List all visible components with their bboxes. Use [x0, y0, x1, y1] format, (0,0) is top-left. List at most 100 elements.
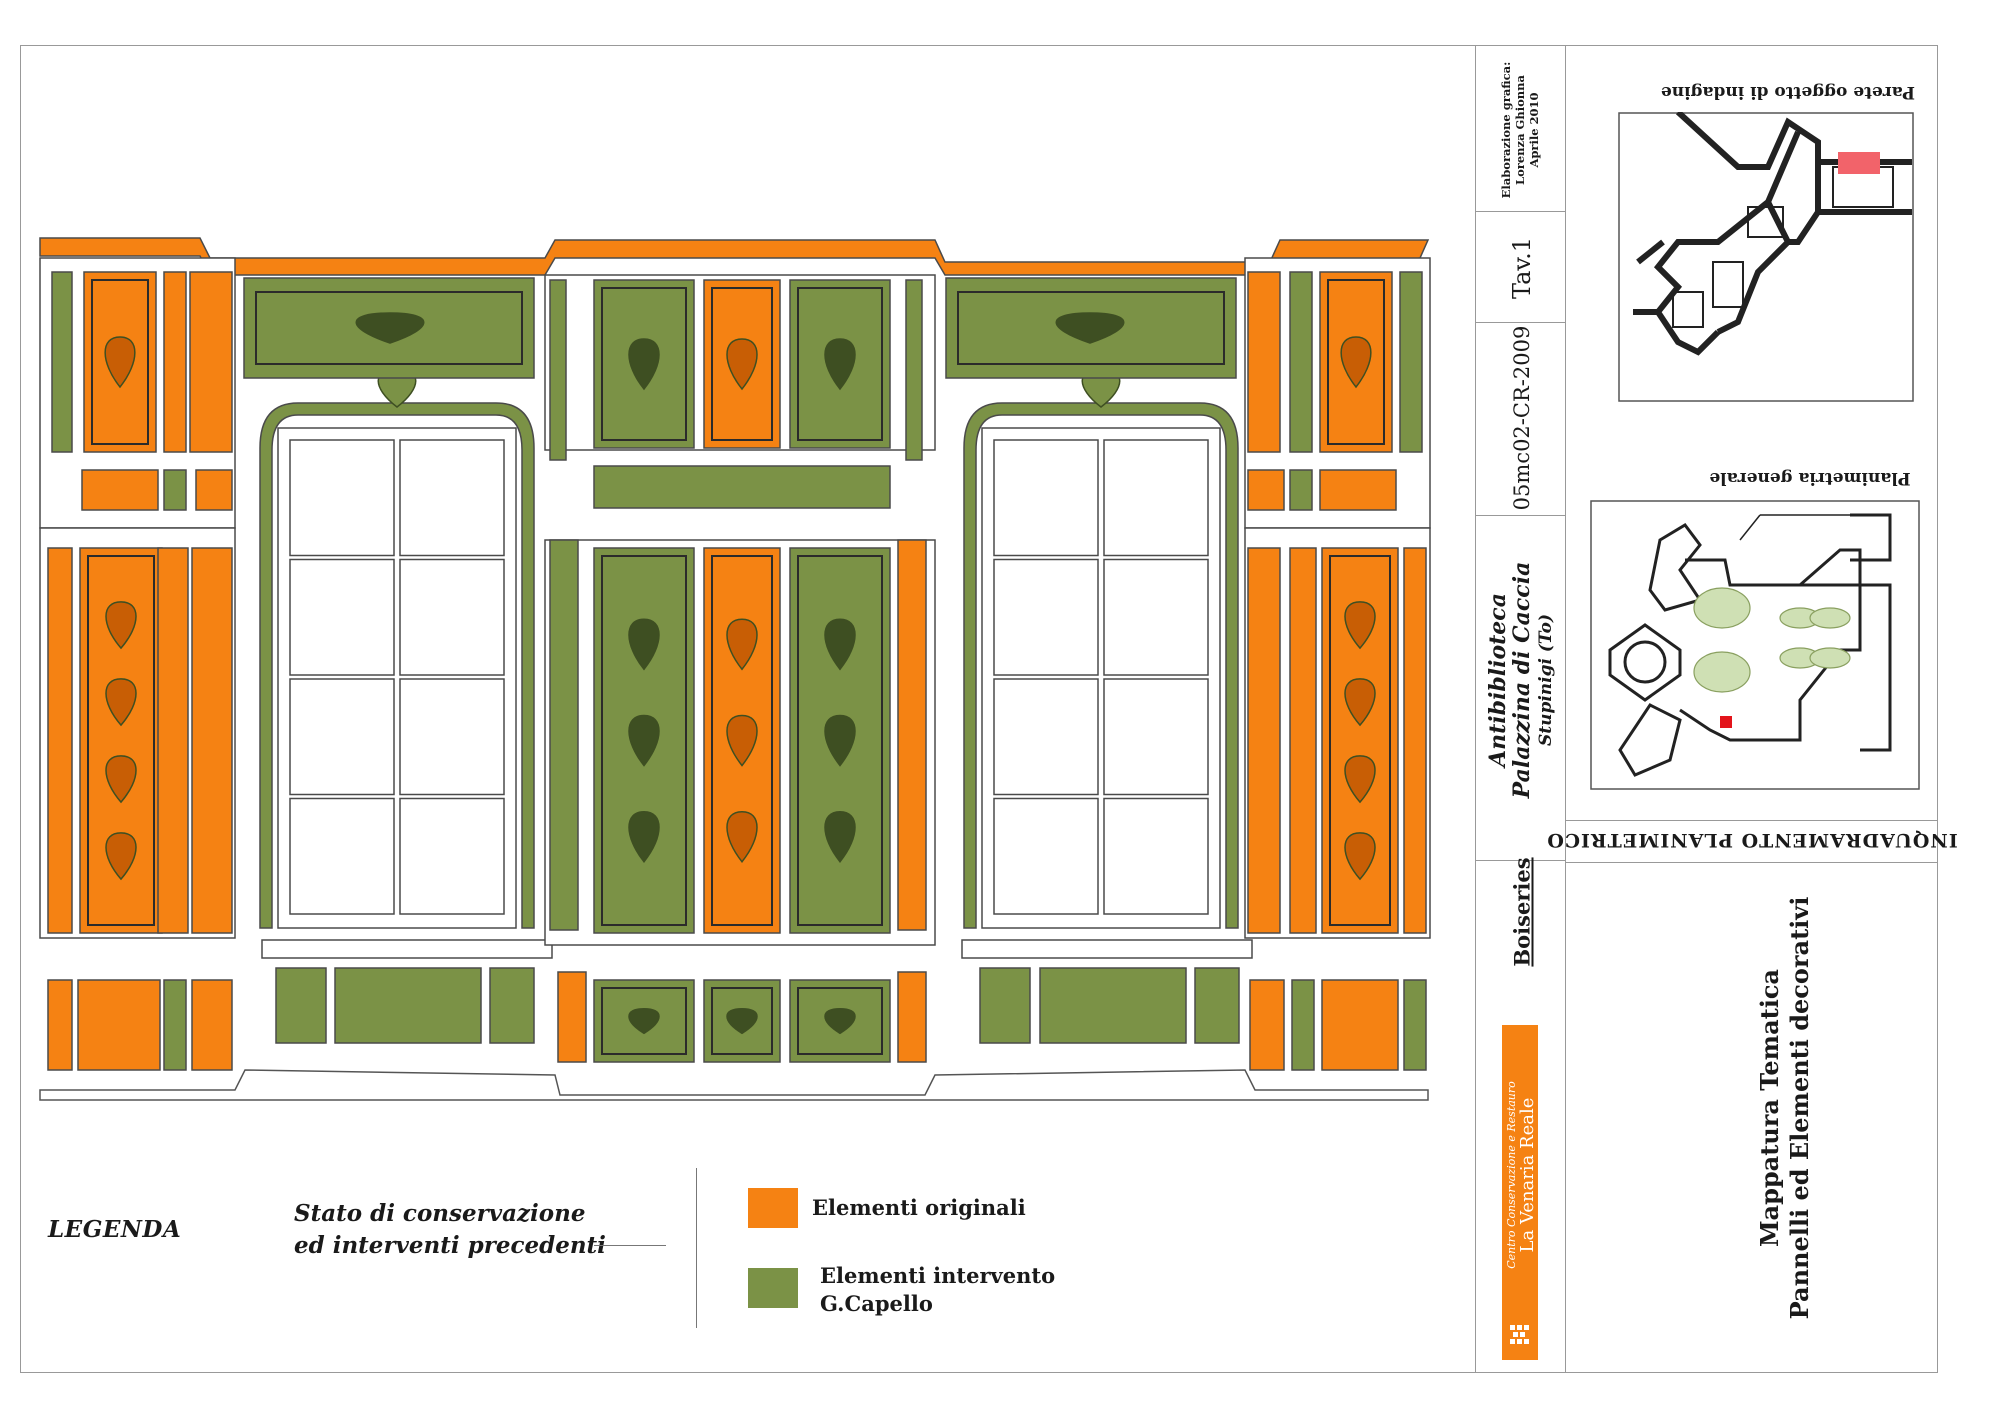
center-pil-l: [549, 279, 567, 461]
right-sep-1: [1565, 862, 1938, 863]
main-title-line2: Pannelli ed Elementi decorativi: [1785, 896, 1814, 1320]
left-over-ornament: [355, 312, 425, 344]
window-right-pane: [993, 678, 1099, 796]
left-pilaster-mid: [157, 547, 189, 934]
strip-sep-1: [1475, 211, 1565, 212]
right-side-mid: [1247, 547, 1281, 934]
window-left-pane: [399, 558, 505, 676]
center-side-l: [549, 539, 579, 931]
graphic-credit: Elaborazione grafica: Lorenza Ghionna Ap…: [1499, 62, 1541, 199]
right-base-b: [1291, 979, 1315, 1071]
room-name: Antibiblioteca: [1485, 593, 1511, 767]
drawing-code: 05mc02-CR-2009: [1510, 325, 1534, 511]
tav-number: Tav.1: [1508, 236, 1536, 300]
right-sill-a: [979, 967, 1031, 1044]
center-top-left-ornament: [628, 338, 660, 391]
right-pilaster-mid: [1289, 547, 1317, 934]
left-tall-panel-ornament: [105, 832, 137, 881]
plan-general-caption: Planimetria generale: [1709, 468, 1911, 488]
plinth: [39, 1069, 1429, 1101]
center-tall-right-ornament: [824, 810, 856, 863]
right-tall-panel-ornament: [1344, 755, 1376, 804]
legend-title: LEGENDA: [48, 1216, 182, 1243]
left-frieze-c: [195, 469, 233, 511]
left-base-c: [191, 979, 233, 1071]
logo-text: Centro Conservazione e Restauro La Venar…: [1504, 1081, 1538, 1269]
left-tall-panel-ornament: [105, 678, 137, 727]
strip-sep-3: [1475, 515, 1565, 516]
graphic-credit-line1: Elaborazione grafica:: [1499, 61, 1513, 199]
center-tall-left-ornament: [628, 618, 660, 671]
left-base-b: [163, 979, 187, 1071]
center-tall-mid-ornament: [726, 618, 758, 671]
boiserie-elevation: [39, 237, 1431, 1101]
logo-venaria: Centro Conservazione e Restauro La Venar…: [1502, 1025, 1538, 1360]
graphic-credit-line2: Lorenza Ghionna: [1513, 75, 1527, 185]
center-base-d-ornament: [824, 1007, 856, 1035]
location-block: Antibiblioteca Palazzina di Caccia Stupi…: [1485, 561, 1558, 799]
right-side-top: [1247, 271, 1281, 453]
titleblock-divider-right: [1565, 45, 1566, 1373]
center-base-e: [897, 971, 927, 1063]
plan-detail-caption: Parete oggetto di indagine: [1660, 82, 1916, 102]
center-tall-right-ornament: [824, 618, 856, 671]
left-tall-panel-ornament: [105, 755, 137, 804]
center-top-right-ornament: [824, 338, 856, 391]
left-base-a: [47, 979, 73, 1071]
strip-sep-2: [1475, 322, 1565, 323]
window-right-pane: [993, 439, 1099, 557]
window-left-pane: [399, 797, 505, 915]
center-tall-left-ornament: [628, 714, 660, 767]
window-right-pane: [1103, 797, 1209, 915]
center-base-a: [557, 971, 587, 1063]
right-sill-c: [1194, 967, 1240, 1044]
right-sill-b: [1039, 967, 1187, 1044]
logo-mark-icon: [1510, 1325, 1529, 1344]
plan-general-map: [1590, 500, 1920, 790]
legend-label-original: Elementi originali: [812, 1195, 1026, 1220]
right-sep-2: [1565, 820, 1938, 821]
legend-subtitle-line1: Stato di conservazione: [294, 1200, 586, 1227]
left-frieze-a: [81, 469, 159, 511]
plan-detail-map: [1618, 112, 1914, 402]
legend-label-intervento-line2: G.Capello: [820, 1291, 933, 1316]
main-title: Mappatura Tematica Pannelli ed Elementi …: [1755, 897, 1815, 1320]
legend-swatch-intervento: [748, 1268, 798, 1308]
left-sill-c: [489, 967, 535, 1044]
window-left-pane: [289, 797, 395, 915]
window-right-frame: [963, 402, 1239, 929]
legend-subtitle: Stato di conservazione ed interventi pre…: [294, 1198, 606, 1262]
right-tall-panel-ornament: [1344, 678, 1376, 727]
right-frieze-a: [1247, 469, 1285, 511]
graphic-credit-line3: Aprile 2010: [1527, 92, 1541, 168]
left-edge-mid: [47, 547, 73, 934]
left-sill-b: [334, 967, 482, 1044]
right-pilaster-top: [1399, 271, 1423, 453]
left-side-mid: [191, 547, 233, 934]
main-title-line1: Mappatura Tematica: [1755, 969, 1784, 1248]
center-tall-right-ornament: [824, 714, 856, 767]
right-frieze-b: [1289, 469, 1313, 511]
right-frieze-c: [1319, 469, 1397, 511]
center-tall-mid-ornament: [726, 714, 758, 767]
center-base-b-ornament: [628, 1007, 660, 1035]
left-sill-a: [275, 967, 327, 1044]
building-name: Palazzina di Caccia: [1509, 561, 1535, 799]
center-frieze: [593, 465, 891, 509]
center-side-r: [897, 539, 927, 931]
window-left-pane: [289, 678, 395, 796]
left-sill: [261, 939, 553, 959]
center-base-c-ornament: [726, 1007, 758, 1035]
left-strip-top: [163, 271, 187, 453]
left-tall-panel-ornament: [105, 601, 137, 650]
right-base-a: [1249, 979, 1285, 1071]
wall-marker-detail: [1838, 152, 1880, 174]
legend-label-intervento: Elementi intervento G.Capello: [820, 1262, 1055, 1318]
window-left-pane: [289, 558, 395, 676]
window-right-pane: [1103, 558, 1209, 676]
left-top-panel-ornament: [104, 336, 136, 389]
window-right-pane: [993, 558, 1099, 676]
legend-connector: [594, 1245, 666, 1246]
titleblock-divider-left: [1475, 45, 1476, 1373]
right-over-ornament: [1055, 312, 1125, 344]
